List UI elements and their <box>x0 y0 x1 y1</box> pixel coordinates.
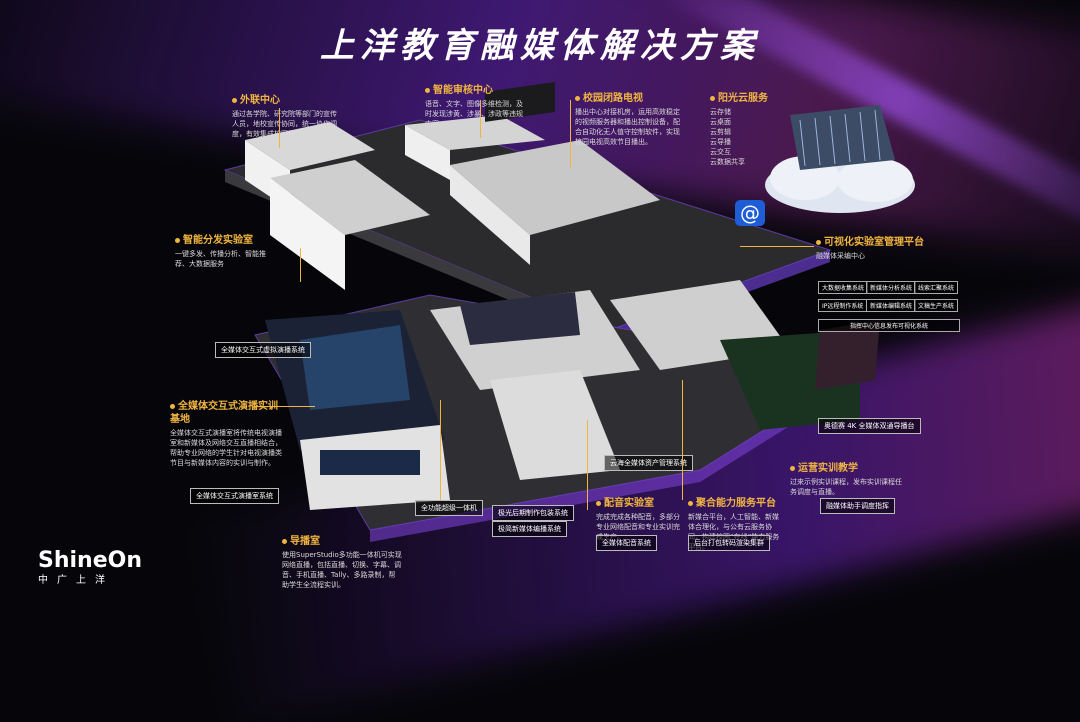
annot-keshihua: 可视化实验室管理平台 融媒体采编中心 <box>816 236 976 261</box>
label-rongmeiti: 融媒体助手调度指挥 <box>820 498 895 514</box>
cloud-service-item: 云交互 <box>710 148 731 156</box>
annot-bihulu: 校园闭路电视 播出中心对接机房，运用高效稳定的视频服务器和播出控制设备，配合自动… <box>575 92 685 147</box>
label-daboyun: 后台打包转码渲染集群 <box>688 535 770 551</box>
platform-box: 线索汇聚系统 <box>914 281 959 294</box>
cloud-service-item: 云导播 <box>710 138 731 146</box>
label-zichan: 云海全媒体资产管理系统 <box>604 455 693 471</box>
leader-line <box>255 406 315 407</box>
page-title: 上洋教育融媒体解决方案 <box>320 26 760 66</box>
annot-fenfa: 智能分发实验室 一键多发、传播分析、智能推荐、大数据服务 <box>175 234 275 269</box>
leader-line <box>740 246 814 247</box>
cloud-service-item: 云存储 <box>710 108 731 116</box>
label-houqi: 极光后期制作包装系统 <box>492 505 574 521</box>
platform-box: 文稿生产系统 <box>914 299 959 312</box>
leader-line <box>279 108 280 148</box>
leader-line <box>440 400 441 500</box>
at-sign-icon: @ <box>735 200 765 226</box>
platform-box: IP远程制作系统 <box>818 299 868 312</box>
label-yanbo-sys: 全媒体交互式演播室系统 <box>190 488 279 504</box>
label-peiyin-sys: 全媒体配音系统 <box>596 535 657 551</box>
leader-line <box>480 100 481 138</box>
leader-line <box>587 420 588 510</box>
label-xunibo: 全媒体交互式虚拟演播系统 <box>215 342 311 358</box>
leader-line <box>682 380 683 500</box>
label-xinmeiti: 极简新媒体编播系统 <box>492 521 567 537</box>
platform-box: 新媒体分析系统 <box>866 281 917 294</box>
label-4k: 奥德赛 4K 全媒体双通导播台 <box>818 418 921 434</box>
label-quangongneng: 全功能超级一体机 <box>415 500 483 516</box>
cloud-service-item: 云数据共享 <box>710 158 745 166</box>
annot-daobo: 导播室 使用SuperStudio多功能一体机可实现网络直播，包括直播、切换、字… <box>282 536 402 589</box>
annot-yanbo: 全媒体交互式演播实训基地 全媒体交互式演播室将传统电视演播室和新媒体及网络交互直… <box>170 400 285 468</box>
leader-line <box>300 248 301 282</box>
logo-sub: 中广上洋 <box>38 575 114 586</box>
platform-box: 新媒体编辑系统 <box>866 299 917 312</box>
shineon-logo: ShineOn 中广上洋 <box>38 548 142 586</box>
annot-yun: 阳光云服务 云存储 云桌面 云剪辑 云导播 云交互 云数据共享 <box>710 92 790 167</box>
platform-box: 大数据收集系统 <box>818 281 869 294</box>
logo-name: ShineOn <box>38 548 142 573</box>
leader-line <box>570 100 571 168</box>
svg-text:@: @ <box>740 201 760 225</box>
annot-waili: 外联中心 通过各学院、研究院等部门的宣传人员，地校宣传协同，统一协作调度，有效集… <box>232 94 342 139</box>
cloud-service-item: 云剪辑 <box>710 128 731 136</box>
cloud-service-item: 云桌面 <box>710 118 731 126</box>
annot-yunying: 运营实训教学 过来示例实训课程，发布实训课程任务调度与直播。 <box>790 462 905 497</box>
annot-shenhe: 智能审核中心 语音、文字、图像多维检测，及时发现涉黄、涉暴、涉政等违规内容。 <box>425 85 523 128</box>
platform-box-wide: 指挥中心信息发布可视化系统 <box>818 319 960 332</box>
isometric-campus-floor <box>223 81 880 542</box>
cloud-server-icon <box>765 105 915 213</box>
